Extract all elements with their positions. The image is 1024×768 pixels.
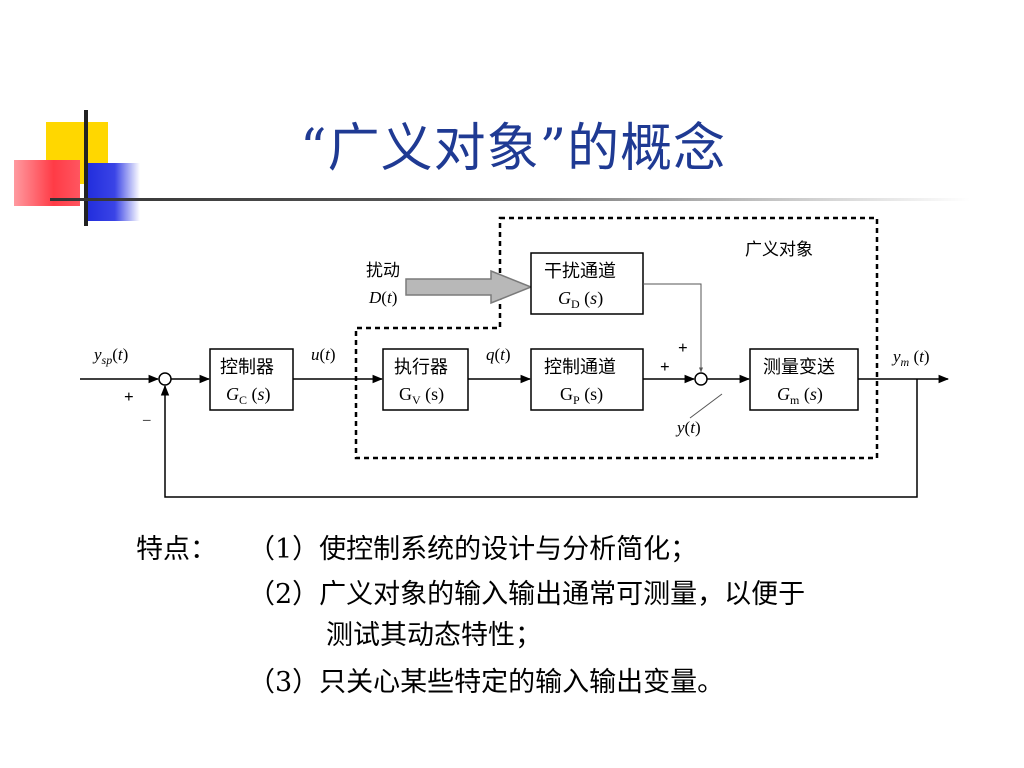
- disturbance-plus-sign: +: [678, 338, 688, 357]
- actuator-block: [382, 348, 469, 411]
- deco-blue-square: [84, 163, 140, 221]
- deco-vertical-line: [84, 110, 88, 226]
- controller-tf: GC (s): [226, 384, 271, 407]
- generalized-object-label: 广义对象: [745, 240, 813, 259]
- setpoint-signal-label: ysp(t): [92, 345, 128, 367]
- manipulated-signal-label: q(t): [486, 345, 511, 364]
- measurement-tf: Gm (s): [777, 384, 823, 407]
- notes-item-3: （3）只关心某些特定的输入输出变量。: [248, 667, 725, 698]
- disturbance-summing-junction: [694, 372, 708, 386]
- control-channel-block: [530, 348, 644, 411]
- generalized-object-boundary: [354, 216, 879, 460]
- notes-item-1: （1）使控制系统的设计与分析简化；: [248, 534, 698, 565]
- actuator-tf: GV (s): [399, 384, 444, 407]
- measured-signal-label: ym (t): [891, 347, 930, 369]
- setpoint-plus-sign: +: [124, 387, 134, 406]
- disturbance-output-line: [643, 283, 703, 373]
- actuator-name: 执行器: [394, 357, 448, 377]
- disturbance-channel-name: 干扰通道: [544, 261, 616, 281]
- feedback-minus-sign: –: [142, 412, 151, 428]
- output-signal-label: y(t): [675, 418, 701, 437]
- title-divider: [50, 198, 970, 201]
- notes-prefix: 特点：: [136, 534, 217, 565]
- disturbance-label: 扰动: [366, 261, 400, 280]
- feedback-line: [160, 379, 918, 498]
- control-channel-name: 控制通道: [544, 357, 616, 377]
- output-pointer-line: [689, 393, 723, 419]
- page-title: “广义对象”的概念: [300, 119, 727, 179]
- input-summing-junction: [158, 372, 172, 386]
- process-plus-sign: +: [660, 357, 670, 376]
- controller-name: 控制器: [220, 357, 274, 377]
- notes-item-2-line-2: 测试其动态特性；: [326, 620, 542, 651]
- measurement-block: [749, 348, 859, 411]
- measurement-name: 测量变送: [763, 357, 835, 377]
- disturbance-arrow: [405, 269, 534, 305]
- notes-item-2-line-1: （2）广义对象的输入输出通常可测量，以便于: [248, 579, 806, 610]
- control-signal-label: u(t): [311, 345, 336, 364]
- control-channel-tf: GP (s): [560, 384, 603, 407]
- disturbance-symbol: D(t): [368, 288, 397, 307]
- disturbance-channel-block: [530, 252, 644, 315]
- disturbance-channel-tf: GD (s): [558, 288, 603, 311]
